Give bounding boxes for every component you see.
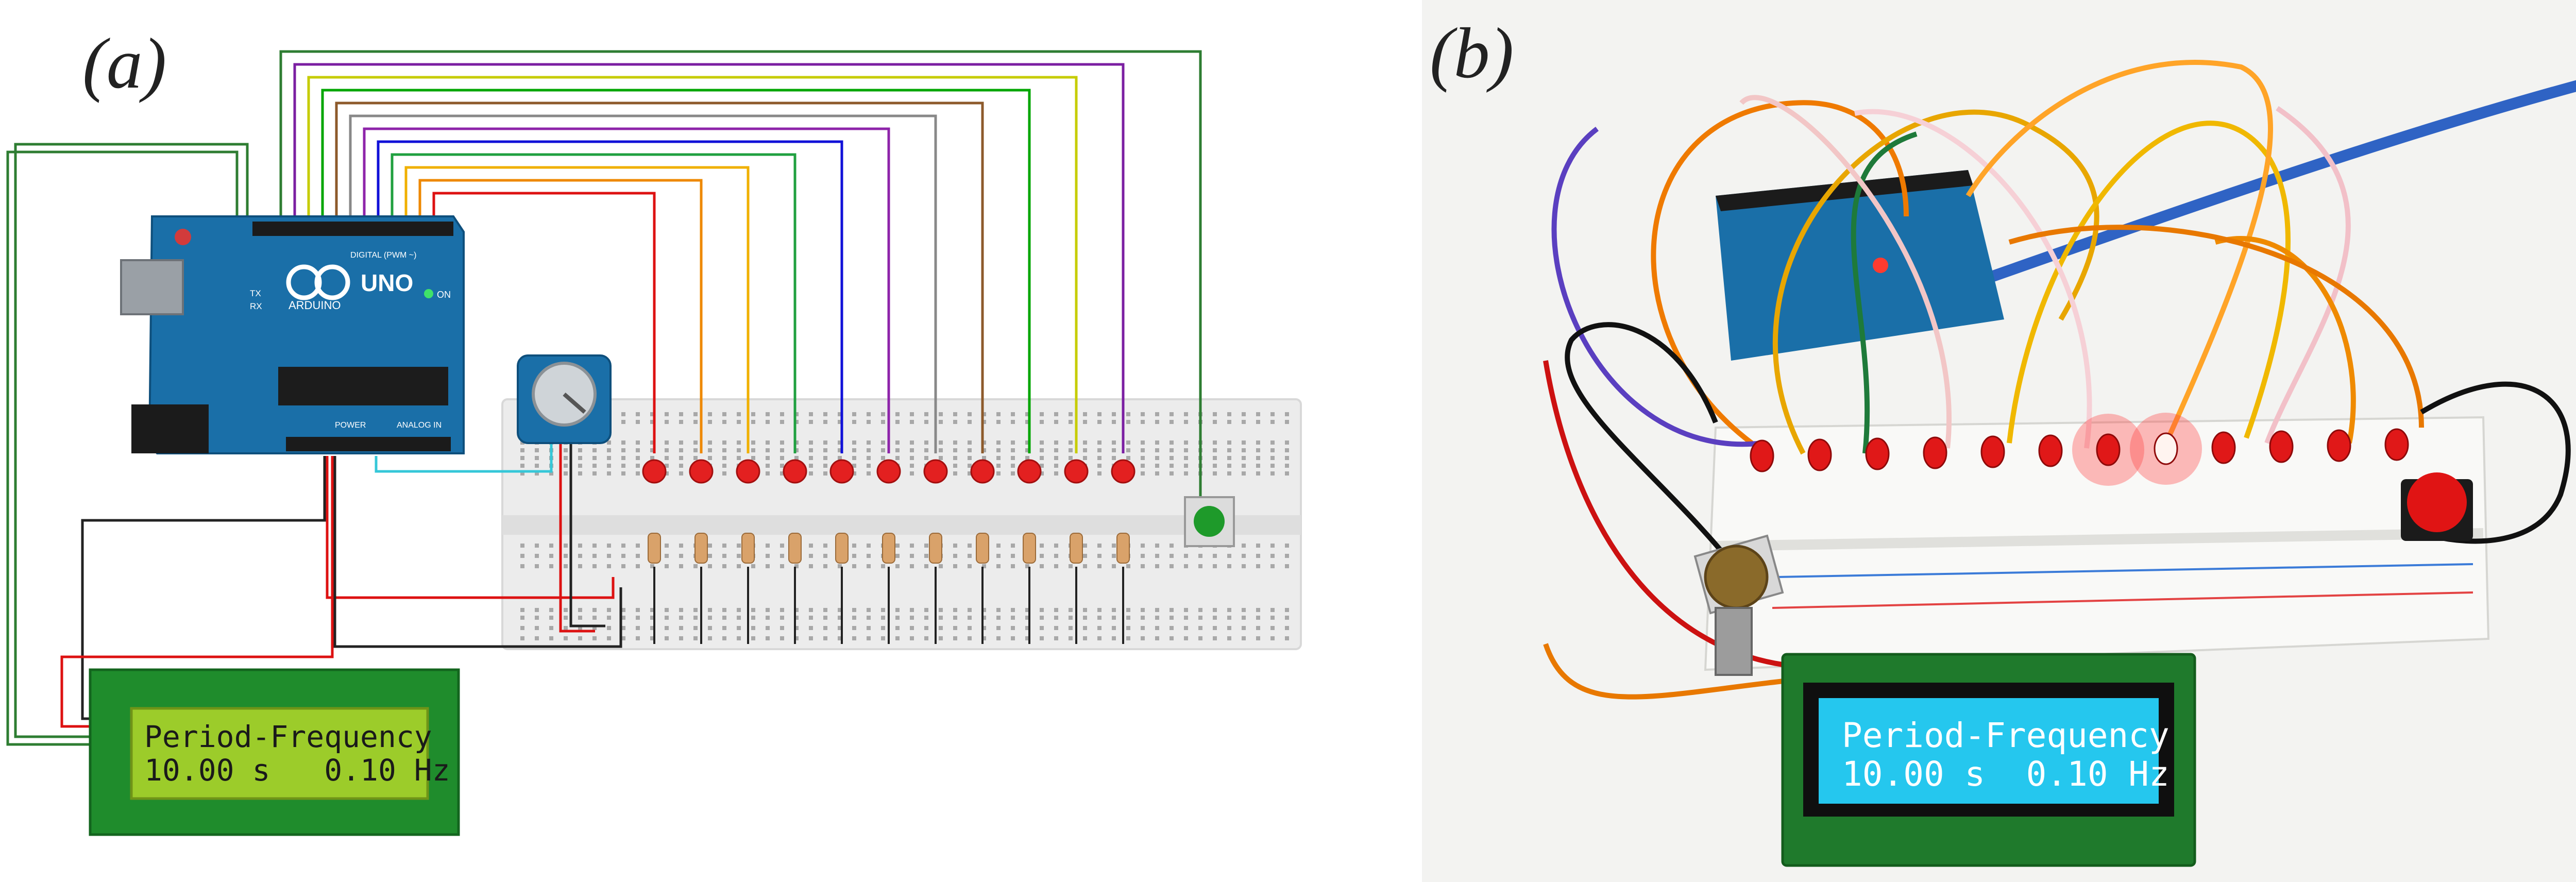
digital-label: DIGITAL (PWM ~): [350, 251, 416, 260]
led-b-11: [2384, 428, 2409, 461]
led-a-5: [876, 459, 901, 484]
panel-a: (a): [6, 24, 1302, 836]
led-a-1: [689, 459, 714, 484]
wire-4: [335, 101, 984, 453]
potentiometer-photo: [1693, 534, 1784, 676]
wire-11: [432, 192, 656, 453]
led-b-6: [2096, 433, 2121, 466]
resistor-a-2: [741, 533, 755, 564]
power-label: POWER: [335, 421, 366, 430]
lcd-b: Period-Frequency 10.00 s 0.10 Hz: [1781, 653, 2196, 867]
lcd-b-line1: Period-Frequency: [1842, 716, 2170, 755]
resistor-a-3: [788, 533, 802, 564]
analog-label: ANALOG IN: [397, 421, 442, 430]
pushbutton-b: [2401, 472, 2473, 541]
lcd-b-line2: 10.00 s 0.10 Hz: [1842, 754, 2170, 794]
led-a-7: [970, 459, 995, 484]
wire-7: [377, 140, 843, 453]
led-b-9: [2269, 430, 2294, 463]
power-wires: [326, 433, 622, 648]
wire-8: [391, 153, 796, 453]
led-a-2: [736, 459, 760, 484]
led-a-10: [1111, 459, 1136, 484]
led-b-2: [1865, 437, 1890, 470]
resistor-a-6: [929, 533, 942, 564]
arduino-logo: UNO: [361, 269, 413, 296]
resistor-a-8: [1023, 533, 1036, 564]
wire-1: [293, 63, 1125, 453]
led-a-0: [642, 459, 667, 484]
resistor-a-10: [1116, 533, 1130, 564]
led-a-3: [783, 459, 807, 484]
wire-3: [321, 89, 1031, 453]
wire-0: [279, 50, 1202, 497]
wire-10: [418, 179, 703, 453]
led-b-8: [2211, 431, 2236, 464]
on-label: ON: [437, 290, 451, 300]
led-b-10: [2327, 429, 2351, 462]
led-b-5: [2038, 434, 2063, 467]
resistor-a-0: [648, 533, 661, 564]
led-a-6: [923, 459, 948, 484]
led-b-0: [1750, 439, 1774, 472]
resistor-a-4: [835, 533, 849, 564]
breadboard-holes: [520, 412, 1289, 640]
tx-label: TX: [250, 289, 261, 298]
wire-9: [404, 166, 750, 453]
lcd-a-line2: 10.00 s 0.10 Hz: [144, 753, 450, 788]
rx-label: RX: [250, 301, 262, 311]
resistor-a-5: [882, 533, 895, 564]
breadboard-b: [1704, 416, 2490, 671]
leds-a: [642, 459, 1136, 644]
led-b-1: [1807, 438, 1832, 471]
lcd-a: Period-Frequency 10.00 s 0.10 Hz: [89, 668, 460, 836]
led-b-3: [1923, 436, 1947, 469]
wire-5: [349, 114, 937, 453]
panel-b: (b): [1422, 0, 2576, 882]
wire-6: [363, 127, 890, 453]
led-b-7: [2154, 432, 2178, 465]
resistor-a-1: [694, 533, 708, 564]
resistor-a-7: [976, 533, 989, 564]
leds-b: [1750, 413, 2409, 486]
panel-b-label: (b): [1430, 13, 1514, 93]
arduino-brand: ARDUINO: [289, 299, 341, 312]
led-b-4: [1980, 435, 2005, 468]
lcd-a-line1: Period-Frequency: [144, 719, 432, 754]
arduino-board: UNO ARDUINO ON TX RX DIGITAL (PWM ~) POW…: [120, 215, 465, 454]
led-a-4: [829, 459, 854, 484]
lcd-wires: [6, 143, 334, 746]
potentiometer: [517, 354, 612, 444]
pushbutton-a: [1184, 496, 1235, 547]
led-a-8: [1017, 459, 1042, 484]
wire-2: [307, 76, 1078, 453]
panel-a-label: (a): [82, 24, 166, 104]
resistor-a-9: [1070, 533, 1083, 564]
led-a-9: [1064, 459, 1089, 484]
digital-wires: [279, 50, 1202, 497]
